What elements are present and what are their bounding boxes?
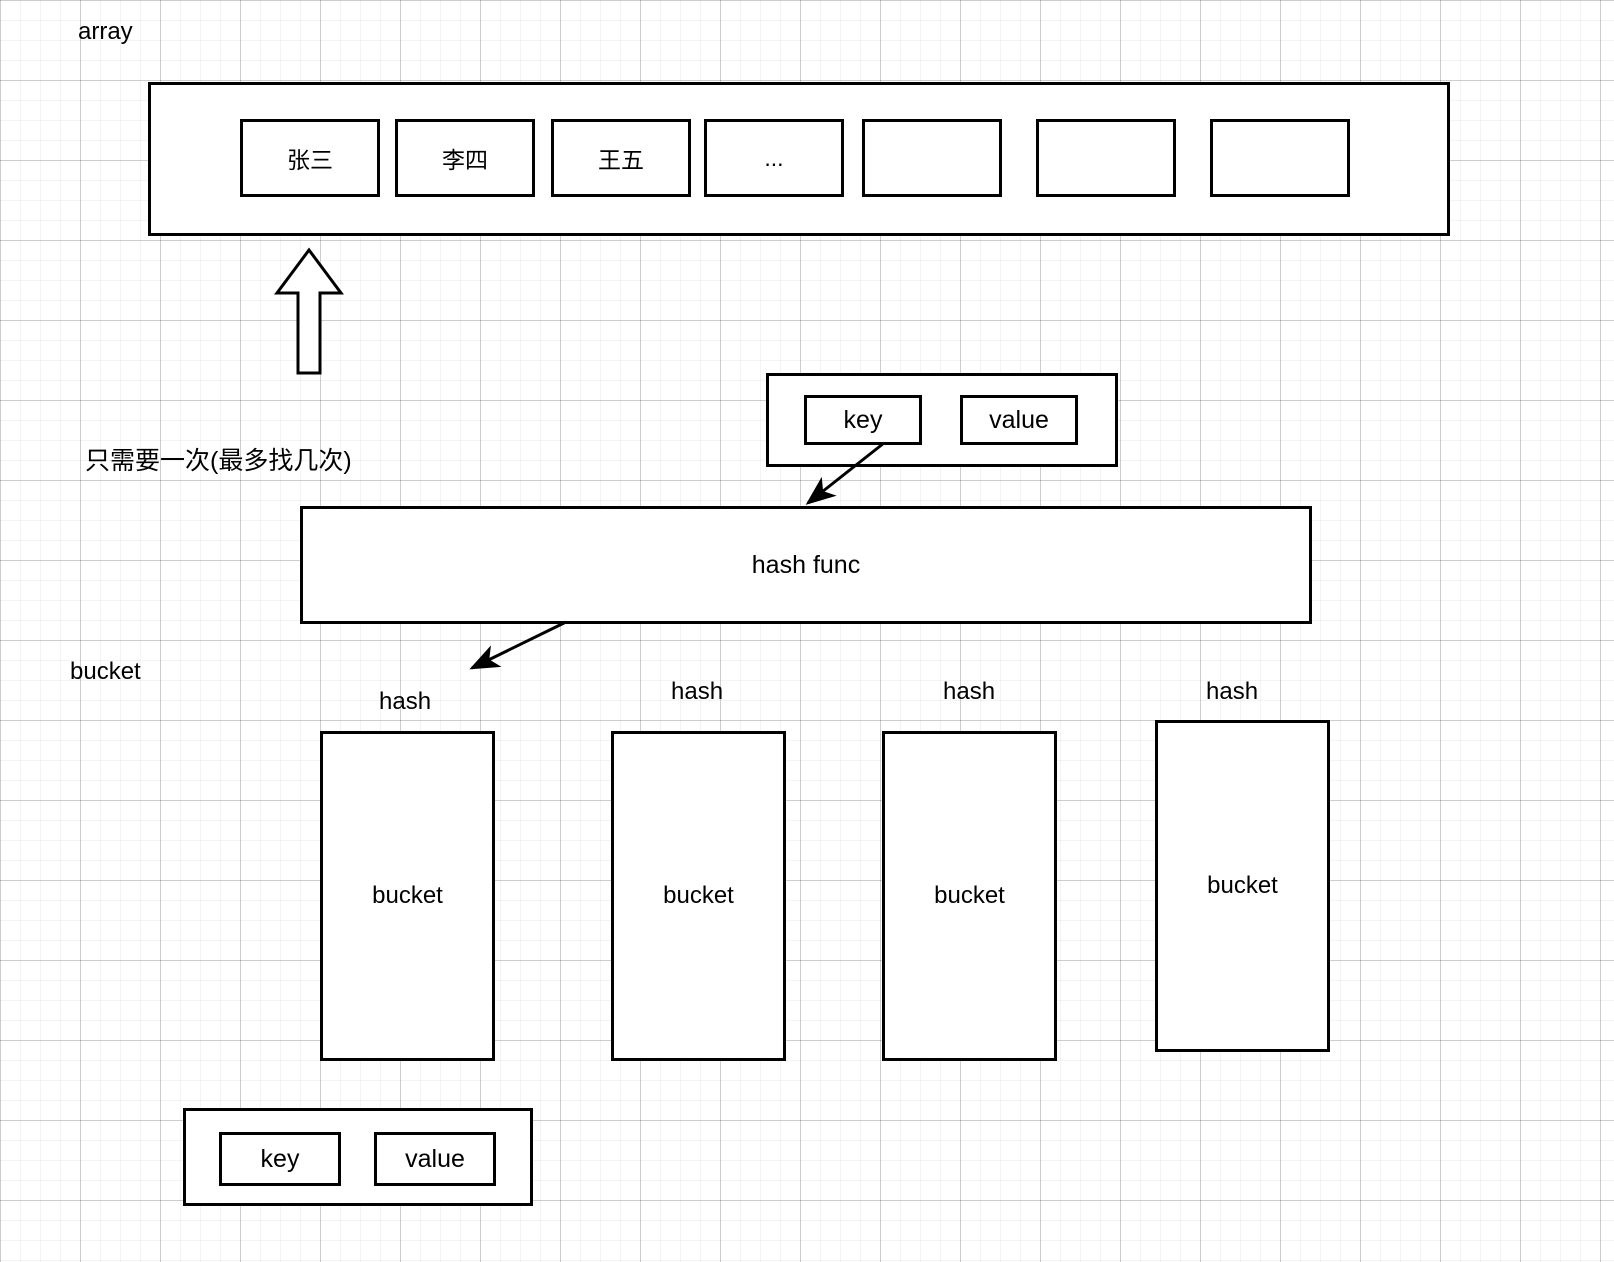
value-box-top[interactable]: value bbox=[960, 395, 1078, 445]
bucket-side-label: bucket bbox=[70, 658, 141, 685]
value-box-bottom[interactable]: value bbox=[374, 1132, 496, 1186]
bucket-hash-label: hash bbox=[379, 688, 432, 715]
array-cell[interactable] bbox=[1210, 119, 1350, 197]
array-cell[interactable]: 李四 bbox=[395, 119, 535, 197]
key-box-top[interactable]: key bbox=[804, 395, 922, 445]
array-cell[interactable]: 张三 bbox=[240, 119, 380, 197]
bucket-hash-label: hash bbox=[1206, 678, 1259, 705]
bucket-box[interactable]: bucket bbox=[1155, 720, 1330, 1052]
bucket-box[interactable]: bucket bbox=[611, 731, 786, 1061]
hash-func-box[interactable]: hash func bbox=[300, 506, 1312, 624]
bucket-hash-label: hash bbox=[671, 678, 724, 705]
bucket-box[interactable]: bucket bbox=[320, 731, 495, 1061]
bucket-hash-label: hash bbox=[943, 678, 996, 705]
array-cell[interactable] bbox=[1036, 119, 1176, 197]
bucket-box[interactable]: bucket bbox=[882, 731, 1057, 1061]
array-cell[interactable]: ... bbox=[704, 119, 844, 197]
array-label: array bbox=[78, 18, 133, 45]
array-cell[interactable]: 王五 bbox=[551, 119, 691, 197]
block-up-arrow bbox=[274, 247, 344, 375]
array-cell[interactable] bbox=[862, 119, 1002, 197]
hashfunc-to-bucket-arrow bbox=[469, 620, 567, 670]
lookup-note-label: 只需要一次(最多找几次) bbox=[85, 447, 352, 475]
key-box-bottom[interactable]: key bbox=[219, 1132, 341, 1186]
